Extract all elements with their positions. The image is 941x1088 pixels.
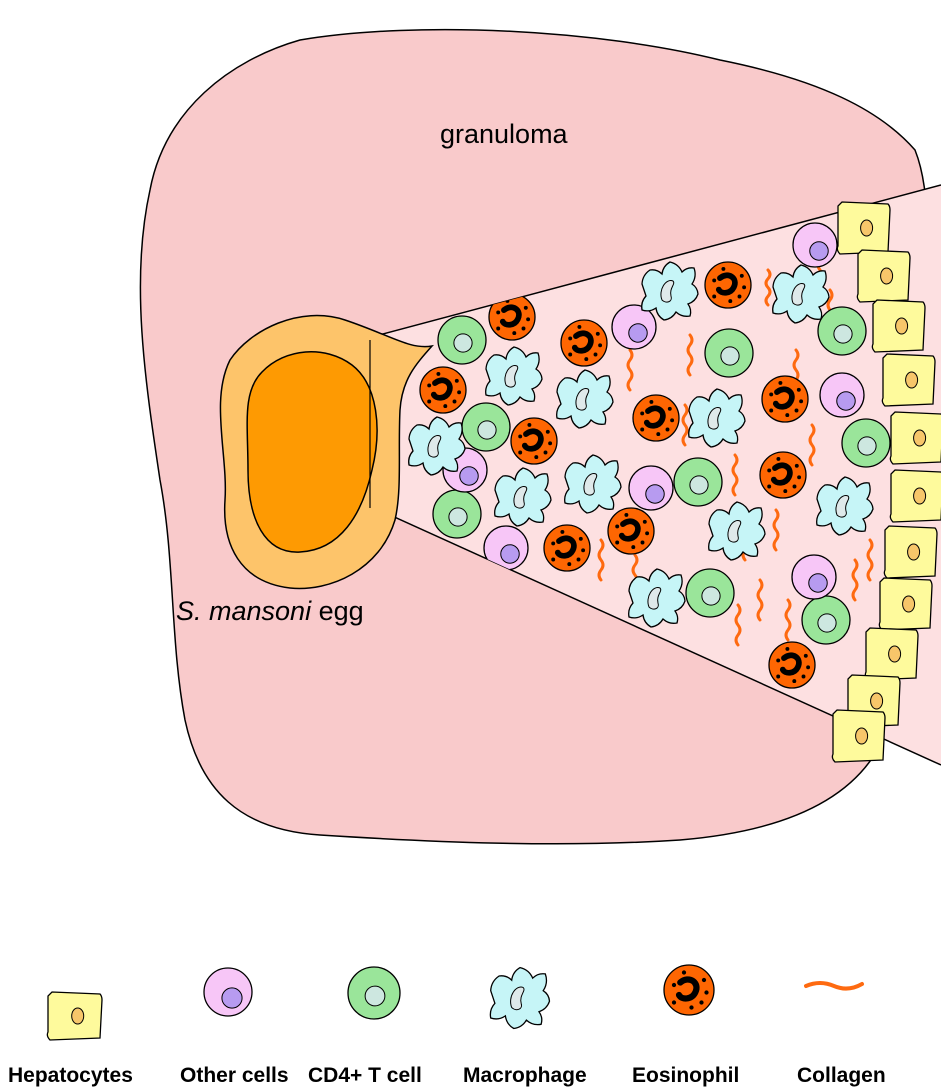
eosinophil: [664, 965, 714, 1015]
eosinophil: [633, 395, 679, 441]
eosinophil: [561, 320, 607, 366]
hepatocyte: [47, 992, 102, 1040]
legend-label-macrophage: Macrophage: [463, 1064, 587, 1087]
macrophage: [490, 968, 549, 1029]
hepatocyte: [837, 202, 890, 254]
cd4-t-cell: [802, 596, 850, 644]
eosinophil: [511, 418, 557, 464]
cd4-t-cell: [433, 490, 481, 538]
legend-label-hepatocytes: Hepatocytes: [8, 1064, 133, 1087]
egg-label: S. mansoni egg: [176, 596, 364, 626]
hepatocyte: [832, 710, 885, 762]
other-cell-icon: [204, 968, 252, 1016]
hepatocyte: [884, 526, 937, 578]
hepatocyte: [872, 300, 925, 352]
eosinophil: [608, 508, 654, 554]
hepatocyte: [879, 578, 932, 630]
hepatocyte: [890, 412, 941, 464]
egg-label-suffix: egg: [311, 596, 364, 626]
cd4-t-cell: [674, 458, 722, 506]
hepatocyte: [857, 250, 910, 302]
collagen-icon: [806, 983, 862, 989]
legend-label-collagen: Collagen: [797, 1064, 886, 1087]
cd4-t-cell: [438, 316, 486, 364]
hepatocyte: [865, 628, 918, 680]
cd4-t-cell: [842, 419, 890, 467]
macrophage-icon: [490, 968, 549, 1029]
egg-label-species: S. mansoni: [176, 596, 312, 626]
cd4-t-cell: [348, 967, 400, 1019]
cd4-t-cell: [462, 403, 510, 451]
other-cell: [820, 373, 864, 417]
legend-label-cd4-t-cell: CD4+ T cell: [308, 1064, 422, 1087]
hepatocyte: [882, 354, 935, 406]
eosinophil: [544, 525, 590, 571]
cd4-t-cell: [818, 307, 866, 355]
other-cell: [792, 555, 836, 599]
other-cell: [204, 968, 252, 1016]
legend-label-other-cells: Other cells: [180, 1064, 289, 1087]
eosinophil: [760, 452, 806, 498]
eosinophil: [420, 367, 466, 413]
cd4-t-cell-icon: [348, 967, 400, 1019]
legend: Hepatocytes Other cells CD4+ T cell Macr…: [8, 965, 886, 1087]
cd4-t-cell: [686, 569, 734, 617]
cd4-t-cell: [705, 329, 753, 377]
other-cell: [793, 223, 837, 267]
other-cell: [612, 305, 656, 349]
eosinophil: [769, 642, 815, 688]
eosinophil: [705, 262, 751, 308]
eosinophil: [762, 376, 808, 422]
eosinophil-icon: [664, 965, 714, 1015]
hepatocyte-icon: [47, 992, 102, 1040]
other-cell: [629, 466, 673, 510]
granuloma-label: granuloma: [440, 119, 569, 149]
hepatocyte: [890, 470, 941, 522]
legend-label-eosinophil: Eosinophil: [632, 1064, 739, 1087]
